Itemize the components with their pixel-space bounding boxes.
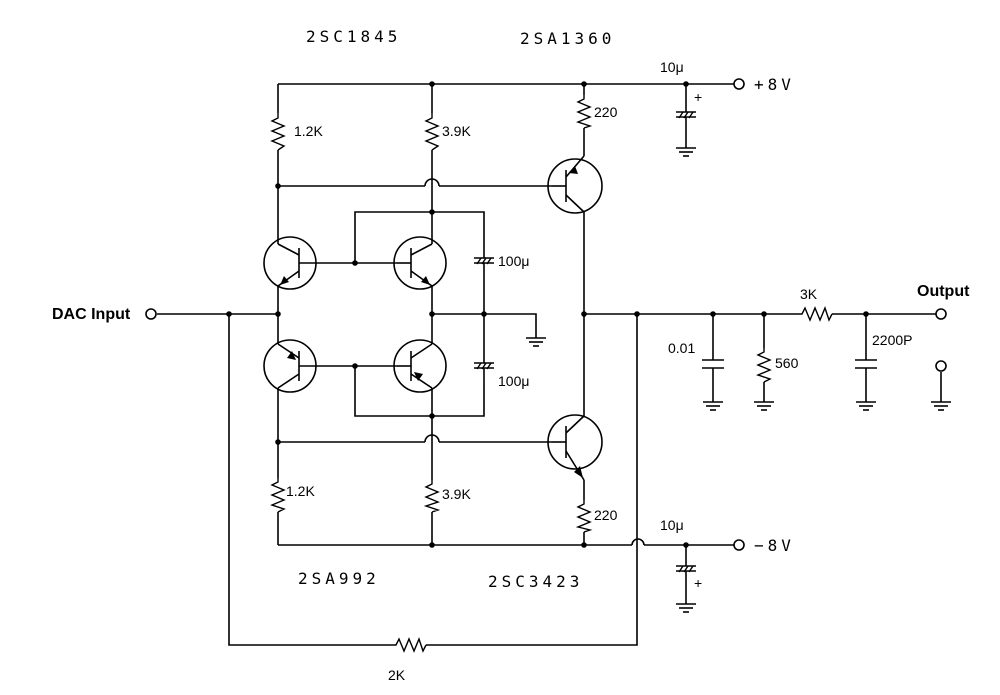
capacitors	[474, 100, 877, 582]
resistor-bot-mid	[423, 480, 441, 513]
label-c-out-1: 0.01	[668, 340, 695, 356]
labels: 2SC1845 2SA1360 2SA992 2SC3423 1.2K 3.9K…	[52, 27, 970, 683]
label-r-bot-left: 1.2K	[286, 483, 315, 499]
resistor-shunt-out	[756, 348, 772, 383]
label-r-top-mid: 3.9K	[442, 123, 471, 139]
label-r-top-left: 1.2K	[294, 123, 323, 139]
label-r-bot-emitter: 220	[594, 507, 618, 523]
capacitor-bot-bypass	[474, 354, 494, 382]
resistor-top-emitter	[576, 95, 593, 129]
resistor-feedback	[392, 637, 427, 653]
transistor-q1	[263, 236, 318, 290]
ground-symbol	[931, 401, 951, 411]
resistor-bot-emitter	[575, 500, 593, 533]
label-c-top-bypass: 100μ	[498, 253, 529, 269]
resistor-top-left	[270, 113, 286, 151]
label-r-shunt-out: 560	[775, 355, 799, 371]
label-plus-top: +	[694, 89, 702, 105]
label-input: DAC Input	[52, 306, 131, 323]
label-c-bot-bypass: 100μ	[498, 373, 529, 389]
resistor-top-mid	[424, 113, 440, 151]
capacitor-neg-supply	[676, 556, 696, 582]
ground-symbol	[703, 401, 723, 411]
label-r-series-out: 3K	[800, 286, 818, 302]
ground-symbol	[676, 603, 696, 613]
output-terminal	[935, 308, 947, 320]
transistor-q6	[547, 414, 603, 481]
transistor-q5	[547, 155, 603, 214]
capacitor-out-1	[702, 352, 724, 369]
label-r-feedback: 2K	[388, 667, 406, 683]
transistors	[263, 155, 603, 481]
label-c-pos-supply: 10μ	[660, 59, 684, 75]
label-c-out-2: 2200P	[872, 332, 912, 348]
capacitor-out-2	[855, 359, 877, 376]
transistor-q3	[263, 339, 318, 393]
output-ground-terminal	[935, 360, 947, 372]
label-plus-bottom: +	[694, 575, 702, 591]
wires	[157, 83, 942, 646]
ground-symbol	[676, 147, 696, 157]
label-output: Output	[917, 283, 970, 300]
ground-symbol	[526, 337, 546, 347]
label-c-neg-supply: 10μ	[660, 517, 684, 533]
grounds	[526, 147, 951, 613]
pos-supply-terminal	[733, 78, 745, 90]
transistor-q4	[393, 339, 447, 393]
label-r-top-emitter: 220	[594, 104, 618, 120]
label-lower-output: 2SC3423	[488, 572, 583, 591]
label-neg-supply: −8V	[754, 536, 795, 555]
transistor-q2	[393, 236, 447, 290]
label-pos-supply: +8V	[754, 75, 795, 94]
capacitor-top-bypass	[474, 248, 494, 272]
neg-supply-terminal	[733, 539, 745, 551]
label-r-bot-mid: 3.9K	[442, 486, 471, 502]
ground-symbol	[856, 401, 876, 411]
capacitor-pos-supply	[676, 100, 696, 136]
terminals	[145, 78, 947, 551]
ground-symbol	[754, 401, 774, 411]
resistor-series-out	[798, 306, 833, 322]
label-top-pair: 2SC1845	[306, 27, 401, 46]
resistors	[270, 95, 833, 653]
resistor-bot-left	[270, 478, 286, 513]
input-terminal	[145, 308, 157, 320]
junctions	[226, 81, 869, 548]
label-bottom-pair: 2SA992	[298, 569, 380, 588]
label-upper-output: 2SA1360	[520, 29, 615, 48]
